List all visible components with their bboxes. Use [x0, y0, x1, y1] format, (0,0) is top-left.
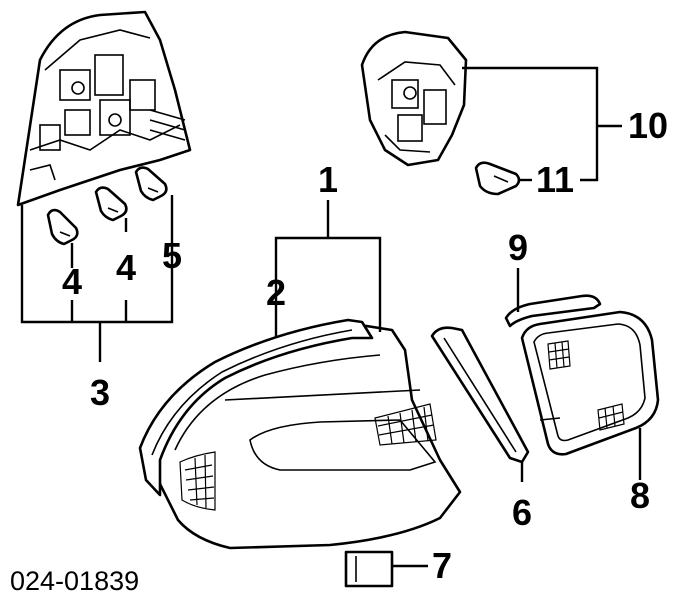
- leader-part-1: [274, 200, 382, 337]
- callout-3: 3: [90, 372, 110, 413]
- callout-4b: 4: [116, 247, 136, 288]
- callout-4a: 4: [62, 261, 82, 302]
- inner-lamp-part-8: [520, 310, 660, 456]
- callout-10: 10: [628, 105, 668, 146]
- callout-2: 2: [266, 272, 286, 313]
- callout-9: 9: [508, 227, 528, 268]
- gasket-part-6: [430, 326, 530, 464]
- callout-1: 1: [318, 159, 338, 200]
- bulb-part-5: [134, 166, 168, 202]
- diagram-code: 024-01839: [10, 566, 139, 596]
- bulb-part-4-right: [94, 186, 128, 222]
- callout-11: 11: [536, 159, 574, 200]
- bulb-carrier-part-3: [16, 10, 192, 207]
- leader-part-10: [462, 66, 622, 182]
- leader-part-3: [20, 195, 174, 362]
- callout-6: 6: [512, 492, 532, 533]
- seal-part-2: [138, 318, 374, 497]
- carrier-part-10: [360, 30, 468, 167]
- label-part-7: [344, 550, 394, 588]
- bulb-part-11: [474, 161, 521, 196]
- bulb-part-4-left: [46, 208, 79, 246]
- callout-8: 8: [630, 475, 650, 516]
- callout-5: 5: [162, 235, 182, 276]
- tail-lamp-part-1: [146, 323, 462, 550]
- callout-7: 7: [432, 545, 452, 586]
